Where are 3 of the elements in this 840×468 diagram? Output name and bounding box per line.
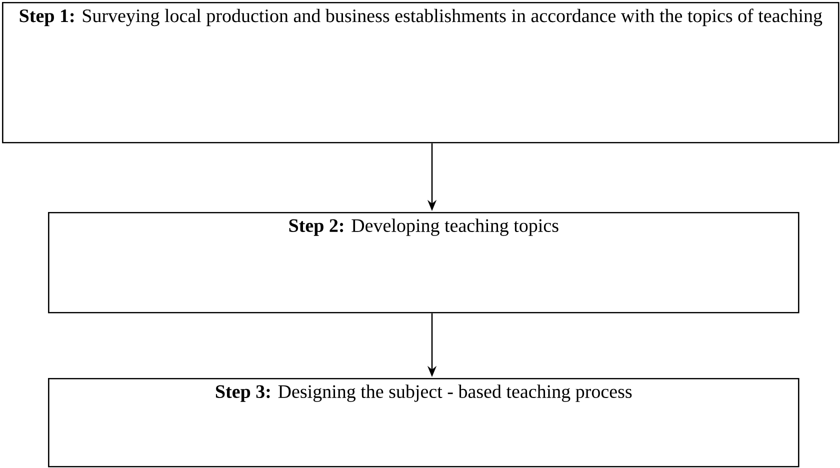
step-box: Step 2: Developing teaching topics [48, 212, 800, 314]
step-box: Step 3: Designing the subject - based teaching process [48, 378, 800, 468]
step-box: Step 1: Surveying local production and business establishments in accordance with the topics of teaching [2, 2, 840, 144]
